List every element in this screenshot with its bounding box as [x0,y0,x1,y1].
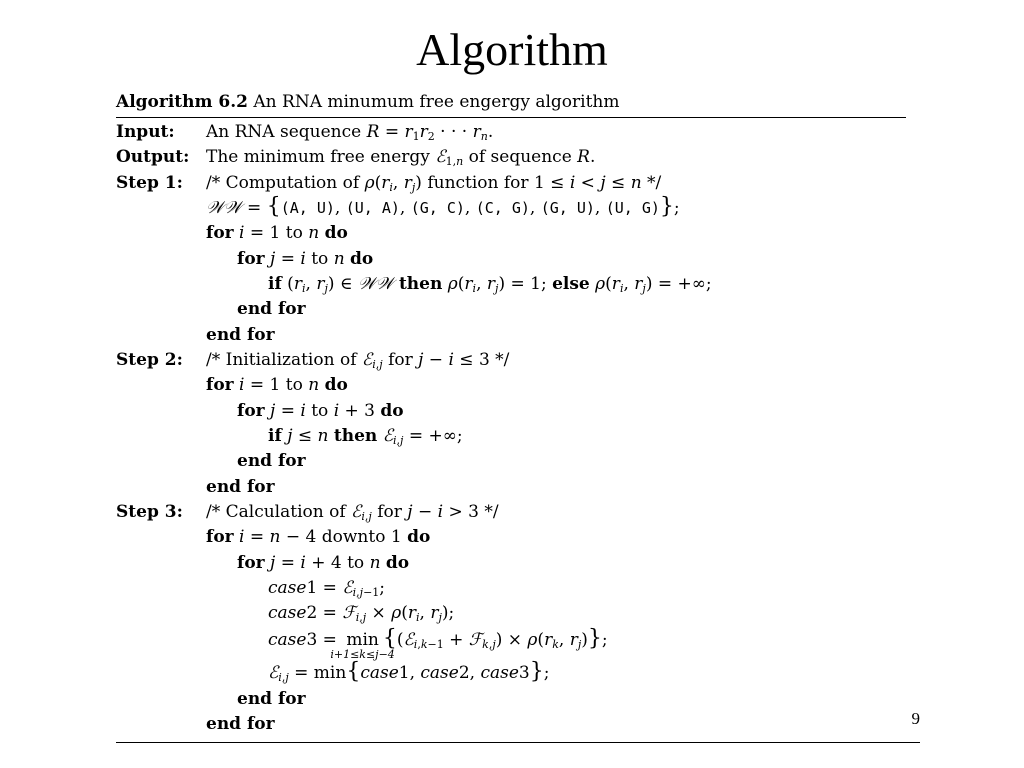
step3-label: Step 3: [116,502,183,522]
page-number: 39 [912,709,920,728]
pair: (C, G) [475,199,530,217]
pair: (U, G) [605,199,660,217]
input-label: Input: [116,122,175,142]
algorithm-caption-text: An RNA minumum free engergy algorithm [253,92,620,112]
top-rule [116,117,906,118]
step3-comment: /* Calculation of ℰi,j for j − i > 3 */ [206,502,499,523]
bottom-rule [116,742,920,743]
step1-label: Step 1: [116,173,183,193]
slide-title: Algorithm [416,24,608,75]
step2-comment: /* Initialization of ℰi,j for j − i ≤ 3 … [206,350,510,371]
pair: (G, U) [540,199,595,217]
step2-label: Step 2: [116,350,183,370]
pair: (A, U) [280,199,335,217]
pair: (U, A) [345,199,400,217]
input-text: An RNA sequence R = r1r2 · · · rn. [206,122,494,143]
pair: (G, C) [410,199,465,217]
output-label: Output: [116,147,190,167]
output-text: The minimum free energy ℰ1,n of sequence… [206,147,596,168]
algorithm-caption: Algorithm 6.2 An RNA minumum free engerg… [116,89,908,115]
algorithm-number: Algorithm 6.2 [116,92,248,112]
step1-comment: /* Computation of ρ(ri, rj) function for… [206,173,662,194]
